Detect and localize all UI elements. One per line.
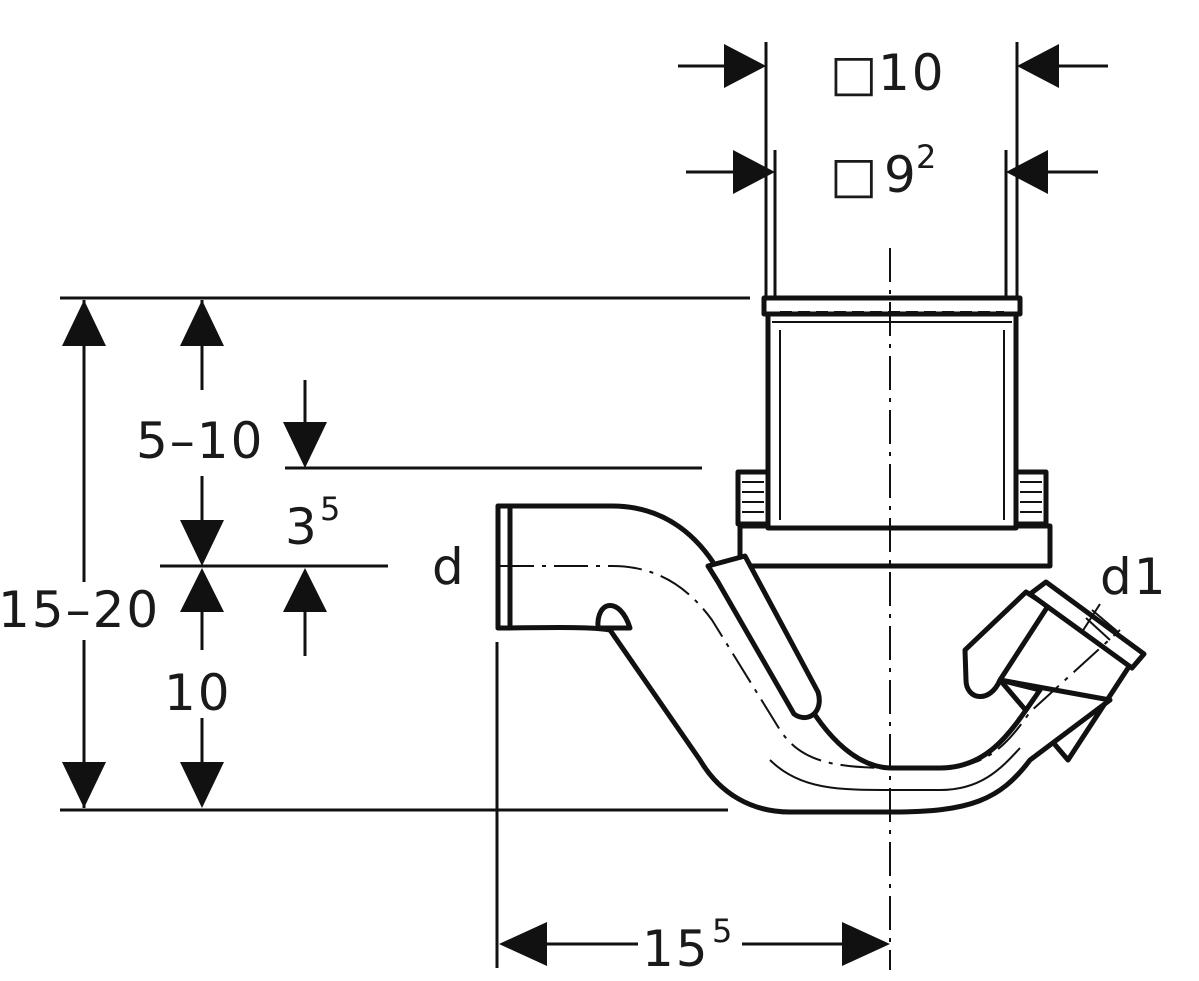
outer-square-value: 10 — [878, 44, 946, 102]
drain-body — [495, 503, 1135, 815]
adjust-dimension — [180, 300, 327, 468]
horizontal-dimension — [495, 642, 890, 968]
trap-center-line — [500, 565, 1121, 769]
trap-height-dimension — [180, 612, 224, 808]
trap-height-label: 10 — [164, 664, 232, 722]
width-dimension-outer — [678, 42, 1108, 296]
inner-square-symbol: □ — [830, 146, 879, 204]
height-dimension-outer — [62, 300, 106, 808]
horizontal-sup-label: 5 — [712, 912, 732, 950]
outlet-leader-line — [1081, 603, 1101, 633]
inner-square-base: 9 — [884, 146, 918, 204]
offset-sup-label: 5 — [320, 490, 340, 528]
right-screw — [1013, 469, 1049, 527]
height-range-outer-label: 15–20 — [0, 581, 160, 639]
adjust-range-label: 5–10 — [136, 412, 264, 470]
outer-square-symbol: □ — [830, 44, 879, 102]
offset-base-label: 3 — [285, 498, 319, 556]
left-screw — [735, 469, 771, 527]
offset-dimension — [180, 476, 327, 656]
inlet-diameter-label: d — [432, 538, 466, 596]
horizontal-base-label: 15 — [642, 920, 710, 978]
inner-square-sup: 2 — [916, 138, 936, 176]
riser-body — [761, 295, 1023, 531]
width-dimension-inner — [686, 150, 1098, 296]
outlet-diameter-label: d1 — [1100, 548, 1168, 606]
